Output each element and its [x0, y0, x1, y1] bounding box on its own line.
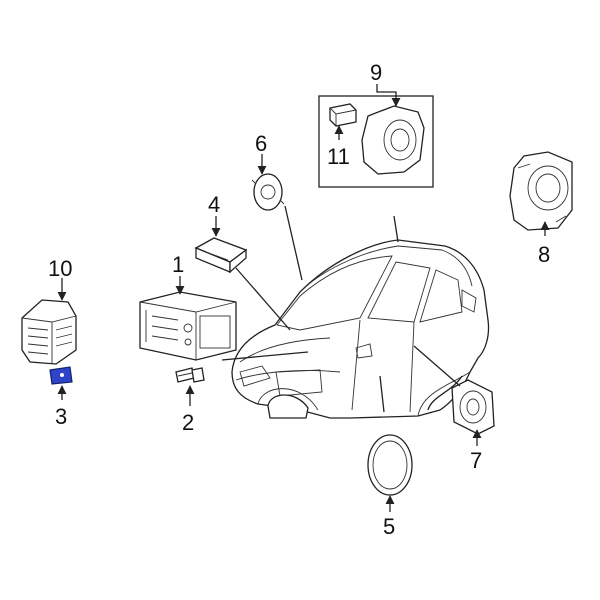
- subwoofer: [509, 151, 573, 231]
- callout-2: 2: [182, 410, 194, 435]
- callout-1: 1: [172, 252, 184, 277]
- callout-11: 11: [327, 144, 350, 169]
- callout-7: 7: [470, 448, 482, 473]
- speaker-ring: [367, 434, 413, 496]
- callout-3: 3: [55, 404, 67, 429]
- speaker: [451, 379, 495, 435]
- bracket-highlighted: [49, 366, 73, 385]
- callout-6: 6: [255, 131, 267, 156]
- callout-9: 9: [370, 60, 382, 85]
- callout-labels: 1 2 3 4 5 6 7 8 9 10 11: [48, 60, 550, 539]
- module-11: [329, 103, 357, 127]
- amplifier: [21, 299, 77, 365]
- callout-10: 10: [48, 256, 72, 281]
- callout-5: 5: [383, 514, 395, 539]
- callout-8: 8: [538, 242, 550, 267]
- bolt: [175, 367, 205, 383]
- radio-head-unit: [139, 291, 237, 361]
- detail-box: [318, 95, 434, 188]
- vehicle-outline: [231, 239, 490, 419]
- callout-4: 4: [208, 192, 220, 217]
- tweeter: [251, 173, 285, 211]
- leader-lines: [57, 84, 550, 512]
- clip: [194, 237, 248, 274]
